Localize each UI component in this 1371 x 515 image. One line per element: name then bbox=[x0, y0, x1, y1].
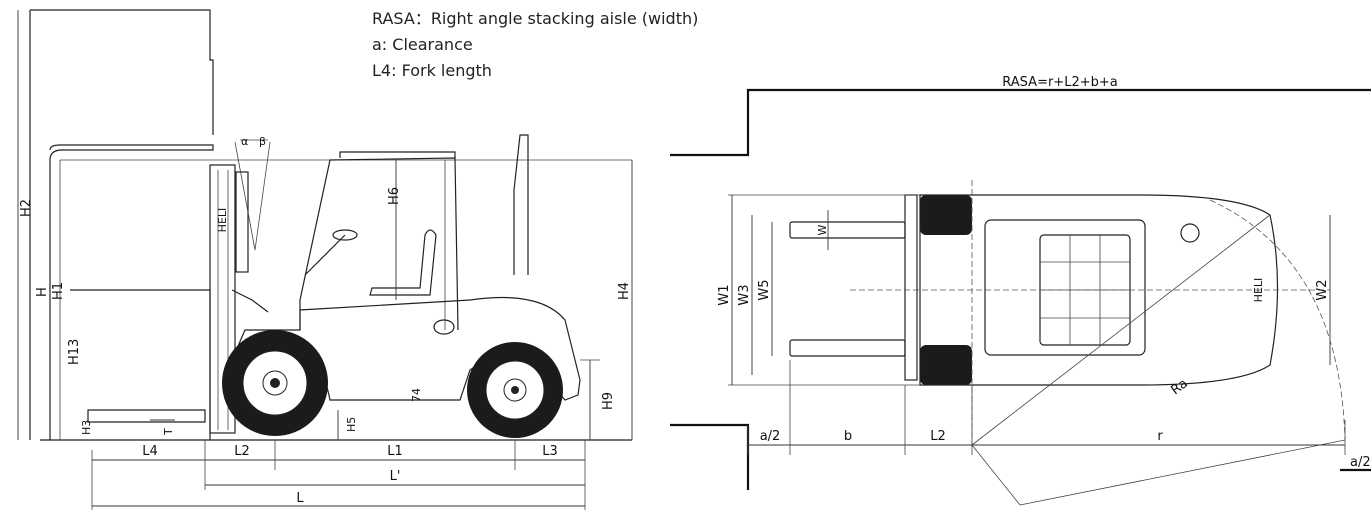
w-label: W bbox=[816, 224, 829, 235]
body-logo bbox=[433, 319, 455, 335]
top-view: RASA=r+L2+b+a HELI W1 W3 W5 W bbox=[670, 75, 1371, 506]
top-front-tyre-lower bbox=[920, 345, 972, 385]
legend-clearance: a: Clearance bbox=[372, 35, 473, 54]
w5-label: W5 bbox=[757, 279, 772, 300]
w2-label: W2 bbox=[1315, 279, 1330, 300]
w3-label: W3 bbox=[737, 284, 752, 305]
top-truck-body bbox=[919, 194, 1279, 386]
rasa-formula: RASA=r+L2+b+a bbox=[1002, 75, 1117, 90]
mast-decal: HELI bbox=[216, 208, 229, 233]
a-half-left-label: a/2 bbox=[760, 429, 781, 444]
steering-wheel bbox=[332, 229, 358, 241]
legend: RASA：Right angle stacking aisle (width) … bbox=[372, 6, 698, 84]
side-view: HELI α β H6 bbox=[17, 9, 633, 510]
h2-label: H2 bbox=[19, 199, 34, 217]
l-prime-label: L' bbox=[390, 469, 401, 484]
h6-label: H6 bbox=[387, 187, 402, 205]
aisle-wall-top bbox=[670, 88, 1371, 157]
top-carriage bbox=[904, 194, 918, 381]
top-fork-lower bbox=[789, 339, 906, 357]
top-fork-upper bbox=[789, 221, 906, 239]
legend-rasa: RASA：Right angle stacking aisle (width) bbox=[372, 9, 699, 28]
turning-arc bbox=[1209, 199, 1346, 441]
l4-label: L4 bbox=[142, 444, 158, 459]
lowered-fork bbox=[87, 409, 206, 423]
beta-label: β bbox=[259, 135, 266, 148]
l1-label: L1 bbox=[387, 444, 403, 459]
lowered-load-outline bbox=[70, 289, 211, 440]
l2-top-label: L2 bbox=[930, 429, 946, 444]
ra-line bbox=[971, 214, 1271, 446]
raised-fork bbox=[49, 144, 214, 440]
legend-fork-length: L4: Fork length bbox=[372, 61, 492, 80]
exhaust-pipe bbox=[513, 134, 529, 275]
operator-seat bbox=[369, 229, 437, 296]
b-label: b bbox=[844, 429, 852, 444]
raised-load-outline bbox=[29, 9, 214, 440]
t-label: T bbox=[162, 428, 175, 436]
alpha-label: α bbox=[241, 135, 248, 148]
ra-label: Ra bbox=[1168, 376, 1190, 398]
mast bbox=[209, 164, 236, 434]
top-exhaust-cap bbox=[1180, 223, 1200, 243]
r-label: r bbox=[1157, 429, 1163, 444]
l2-side-label: L2 bbox=[234, 444, 250, 459]
h4-label: H4 bbox=[617, 282, 632, 300]
h3-label: H3 bbox=[80, 420, 93, 435]
w1-label: W1 bbox=[717, 284, 732, 305]
h5-label: H5 bbox=[345, 417, 358, 432]
h-label: H bbox=[35, 287, 50, 297]
steering-column bbox=[304, 234, 346, 276]
h1-label: H1 bbox=[51, 282, 66, 300]
aisle-wall-bottom-left bbox=[670, 423, 750, 490]
h9-label: H9 bbox=[601, 392, 616, 410]
dim-74-label: 74 bbox=[410, 388, 423, 402]
h13-label: H13 bbox=[67, 339, 82, 365]
l3-label: L3 bbox=[542, 444, 558, 459]
overhead-guard bbox=[299, 157, 459, 331]
top-front-tyre-upper bbox=[920, 195, 972, 235]
top-overhead-guard bbox=[984, 219, 1146, 356]
l-label: L bbox=[296, 491, 304, 506]
a-half-right-label: a/2 bbox=[1350, 455, 1371, 470]
